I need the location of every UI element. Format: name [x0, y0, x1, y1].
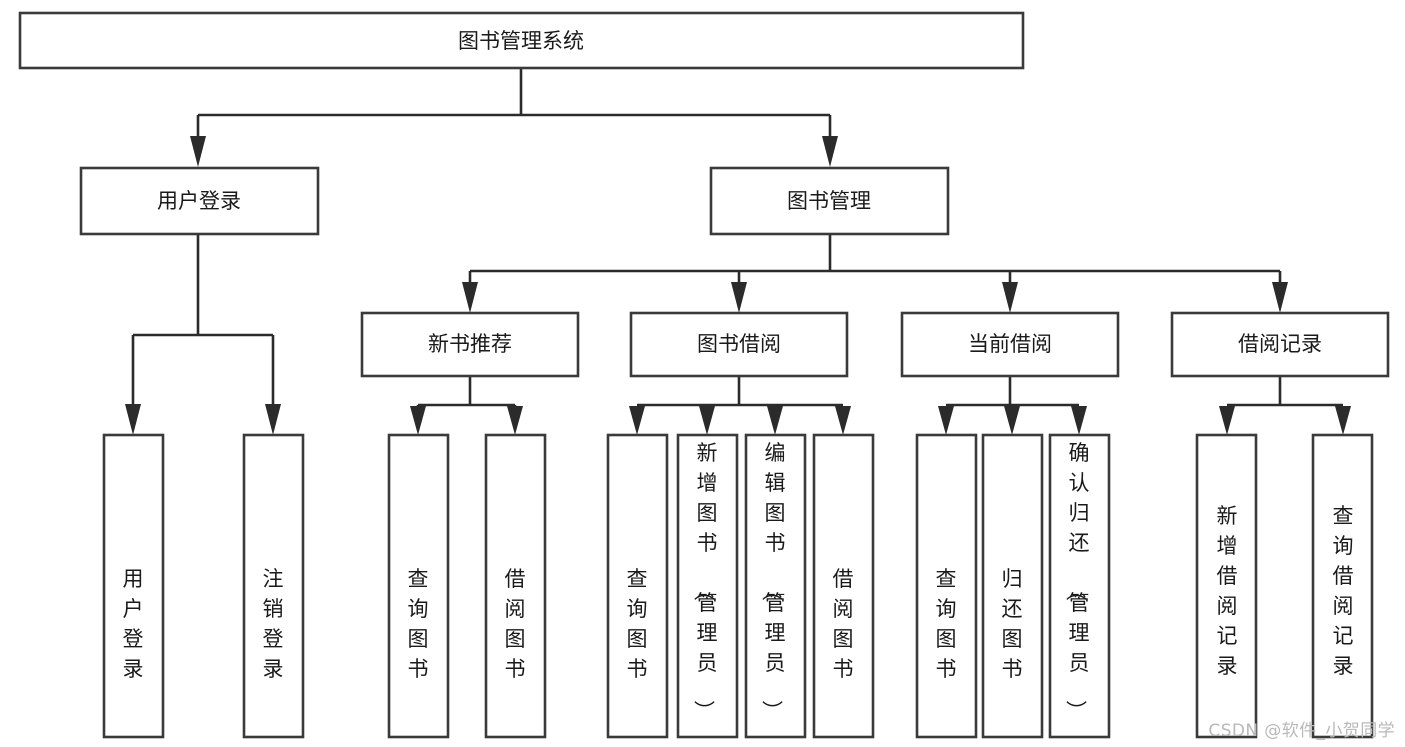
node-book-borrow-label: 图书借阅: [697, 332, 781, 356]
node-leaf-logout-box[interactable]: [242, 433, 305, 739]
node-leaf-add-book[interactable]: 新增图书（管理员）: [676, 433, 739, 739]
node-leaf-query-book-b[interactable]: 查询图书: [606, 433, 669, 739]
node-leaf-query-book-a-label: 查询图书: [408, 567, 429, 681]
node-leaf-add-record-box[interactable]: [1195, 433, 1258, 739]
arrow-to-leaf-add-book: [699, 406, 715, 435]
node-root-label: 图书管理系统: [458, 29, 584, 53]
node-leaf-return-book-box[interactable]: [981, 433, 1044, 739]
node-leaf-confirm-return-label: 确认归还（管理员）: [1064, 441, 1090, 721]
node-leaf-user-login-box[interactable]: [102, 433, 165, 739]
node-leaf-query-record-box[interactable]: [1311, 433, 1374, 739]
node-leaf-query-book-b-box[interactable]: [606, 433, 669, 739]
arrow-to-leaf-add-record: [1219, 406, 1235, 435]
arrow-to-current-borrow: [1002, 282, 1018, 313]
arrow-root-to-book-mgmt: [822, 136, 838, 167]
node-current-borrow-label: 当前借阅: [968, 332, 1052, 356]
arrow-to-leaf-borrow-book-2: [835, 406, 851, 435]
arrow-to-leaf-logout: [265, 404, 281, 435]
node-leaf-query-book-c-label: 查询图书: [936, 567, 957, 681]
arrow-root-to-user-login: [190, 136, 206, 167]
node-leaf-add-record-label: 新增借阅记录: [1217, 504, 1238, 678]
arrow-to-leaf-query-book-2: [629, 406, 645, 435]
node-leaf-query-book-c-box[interactable]: [915, 433, 978, 739]
node-leaf-add-record[interactable]: 新增借阅记录: [1195, 433, 1258, 739]
node-new-book-recommend-label: 新书推荐: [428, 332, 512, 356]
node-borrow-record-box[interactable]: [1170, 311, 1390, 378]
node-leaf-borrow-book-a[interactable]: 借阅图书: [484, 433, 547, 739]
node-leaf-confirm-return[interactable]: 确认归还（管理员）: [1048, 433, 1111, 739]
node-leaf-return-book[interactable]: 归还图书: [981, 433, 1044, 739]
node-current-borrow-box[interactable]: [900, 311, 1120, 378]
arrow-to-leaf-return-book: [1004, 406, 1020, 435]
node-user-login-label: 用户登录: [157, 189, 241, 213]
connector-layer: [125, 68, 1351, 435]
node-current-borrow[interactable]: 当前借阅: [900, 311, 1120, 378]
arrow-to-new-book-recommend: [462, 282, 478, 313]
node-leaf-query-book-a[interactable]: 查询图书: [387, 433, 450, 739]
node-leaf-borrow-book-b-box[interactable]: [812, 433, 875, 739]
node-leaf-query-book-a-box[interactable]: [387, 433, 450, 739]
node-leaf-logout-label: 注销登录: [263, 567, 284, 681]
node-leaf-borrow-book-a-box[interactable]: [484, 433, 547, 739]
arrow-to-leaf-query-book-1: [410, 406, 426, 435]
arrow-to-leaf-edit-book: [767, 406, 783, 435]
arrow-to-book-borrow: [731, 282, 747, 313]
node-book-borrow-box[interactable]: [629, 311, 849, 378]
node-leaf-edit-book-label: 编辑图书（管理员）: [760, 441, 786, 721]
node-leaf-confirm-return-box[interactable]: [1048, 433, 1111, 739]
node-leaf-borrow-book-b[interactable]: 借阅图书: [812, 433, 875, 739]
arrow-to-leaf-confirm-return: [1071, 406, 1087, 435]
csdn-watermark: CSDN @软件_小贺同学: [1208, 721, 1395, 741]
arrow-to-leaf-user-login: [125, 404, 141, 435]
node-leaf-borrow-book-b-label: 借阅图书: [833, 567, 854, 681]
node-leaf-query-book-c[interactable]: 查询图书: [915, 433, 978, 739]
node-leaf-add-book-label: 新增图书（管理员）: [692, 441, 718, 721]
arrow-to-borrow-record: [1272, 282, 1288, 313]
node-leaf-borrow-book-a-label: 借阅图书: [505, 567, 526, 681]
node-borrow-record[interactable]: 借阅记录: [1170, 311, 1390, 378]
arrow-to-leaf-query-record: [1335, 406, 1351, 435]
node-leaf-edit-book-box[interactable]: [744, 433, 807, 739]
node-borrow-record-label: 借阅记录: [1238, 332, 1322, 356]
node-user-login[interactable]: 用户登录: [79, 166, 320, 236]
node-leaf-query-record[interactable]: 查询借阅记录: [1311, 433, 1374, 739]
arrow-to-leaf-query-book-3: [938, 406, 954, 435]
node-root[interactable]: 图书管理系统: [18, 11, 1025, 70]
node-book-borrow[interactable]: 图书借阅: [629, 311, 849, 378]
node-book-management-label: 图书管理: [787, 189, 871, 213]
node-leaf-user-login-label: 用户登录: [123, 567, 144, 681]
node-new-book-recommend[interactable]: 新书推荐: [360, 311, 580, 378]
node-new-book-recommend-box[interactable]: [360, 311, 580, 378]
arrow-to-leaf-borrow-book-1: [507, 406, 523, 435]
node-leaf-return-book-label: 归还图书: [1002, 567, 1023, 681]
node-root-box[interactable]: [18, 11, 1025, 70]
node-leaf-logout[interactable]: 注销登录: [242, 433, 305, 739]
node-leaf-query-record-label: 查询借阅记录: [1333, 504, 1354, 678]
node-user-login-box[interactable]: [79, 166, 320, 236]
node-leaf-user-login[interactable]: 用户登录: [102, 433, 165, 739]
node-book-management[interactable]: 图书管理: [709, 166, 950, 236]
node-leaf-edit-book[interactable]: 编辑图书（管理员）: [744, 433, 807, 739]
node-leaf-add-book-box[interactable]: [676, 433, 739, 739]
node-book-management-box[interactable]: [709, 166, 950, 236]
node-leaf-query-book-b-label: 查询图书: [627, 567, 648, 681]
